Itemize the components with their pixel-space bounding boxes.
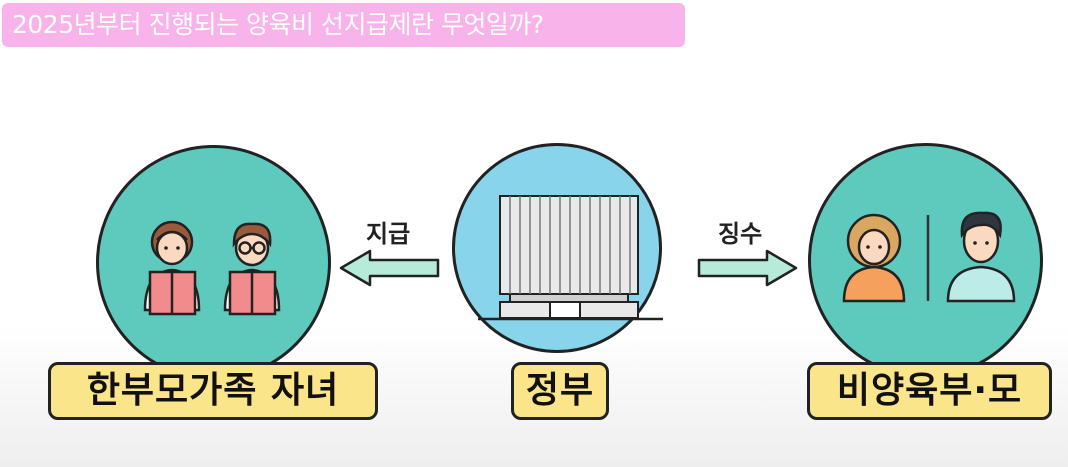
children-label: 한부모가족 자녀	[48, 362, 378, 420]
children-reading-illustration	[143, 220, 281, 316]
government-building-icon	[478, 195, 663, 321]
parents-illustration	[842, 211, 1016, 303]
non-custodial-parents-circle	[808, 143, 1043, 378]
payment-arrow	[339, 249, 440, 287]
payment-arrow-label: 지급	[366, 220, 411, 248]
government-label: 정부	[511, 362, 609, 420]
collection-arrow	[697, 249, 798, 287]
children-circle	[96, 145, 331, 380]
collection-arrow-label: 징수	[718, 220, 763, 248]
page-title: 2025년부터 진행되는 양육비 선지급제란 무엇일까?	[2, 3, 685, 47]
non-custodial-parents-label: 비양육부·모	[807, 362, 1052, 420]
